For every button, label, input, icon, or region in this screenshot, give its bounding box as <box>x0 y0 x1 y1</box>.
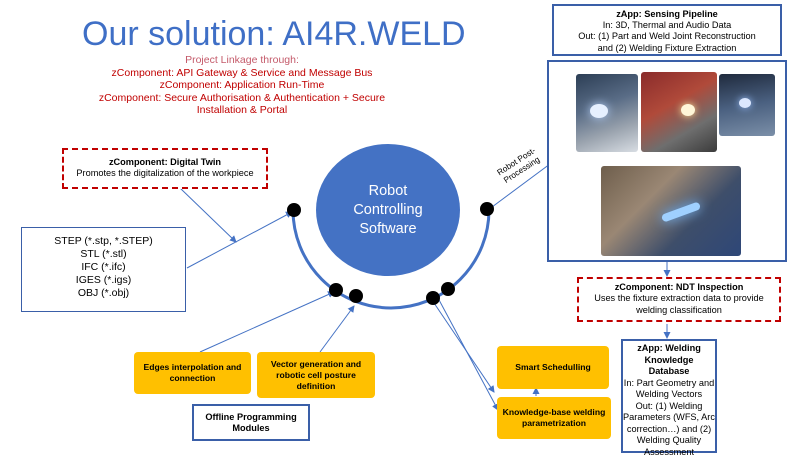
welding-photo-1 <box>576 74 638 152</box>
ndt-line-1: Uses the fixture extraction data to prov… <box>579 293 779 304</box>
linkage-line-2: zComponent: Application Run-Time <box>92 79 392 92</box>
formats-to-node <box>187 212 292 268</box>
vector-to-node <box>320 306 354 352</box>
node-bottom-4 <box>441 282 455 296</box>
vector-generation-module: Vector generation and robotic cell postu… <box>257 352 375 398</box>
digital-twin-desc: Promotes the digitalization of the workp… <box>64 168 266 179</box>
twin-arrow <box>180 188 236 242</box>
kbweld-line-2: parametrization <box>503 418 606 429</box>
node-to-smart <box>432 300 494 392</box>
robot-line-1: Robot <box>353 182 422 201</box>
welding-photo-2 <box>641 72 717 152</box>
edges-line-1: Edges interpolation and <box>144 362 242 373</box>
offline-programming-box: Offline Programming Modules <box>192 404 310 441</box>
linkage-line-1: zComponent: API Gateway & Service and Me… <box>92 67 392 80</box>
sensing-line-3: and (2) Welding Fixture Extraction <box>554 43 780 54</box>
robot-line-3: Software <box>353 220 422 239</box>
offline-line-2: Modules <box>194 423 308 434</box>
robot-controlling-software: Robot Controlling Software <box>316 144 460 276</box>
kb-line: Welding Vectors <box>623 389 715 401</box>
kb-title-1: zApp: Welding <box>623 343 715 355</box>
digital-twin-box: zComponent: Digital Twin Promotes the di… <box>62 148 268 189</box>
kbweld-line-1: Knowledge-base welding <box>503 407 606 418</box>
edges-to-node <box>200 292 334 352</box>
kb-line: Assessment <box>623 447 715 458</box>
welding-photo-3 <box>719 74 775 136</box>
kb-line: correction…) and (2) <box>623 424 715 436</box>
sensing-line-2: Out: (1) Part and Weld Joint Reconstruct… <box>554 31 780 42</box>
linkage-line-3: zComponent: Secure Authorisation & Authe… <box>92 92 392 105</box>
kb-line: Welding Quality <box>623 435 715 447</box>
edges-interpolation-module: Edges interpolation and connection <box>134 352 251 394</box>
node-bottom-3 <box>426 291 440 305</box>
vector-line-3: definition <box>271 381 361 392</box>
kb-title-2: Knowledge Database <box>623 355 715 378</box>
ndt-line-2: welding classification <box>579 305 779 316</box>
sensing-title: zApp: Sensing Pipeline <box>554 9 780 20</box>
node-right <box>480 202 494 216</box>
project-linkage: Project Linkage through: zComponent: API… <box>92 54 392 117</box>
sensing-line-1: In: 3D, Thermal and Audio Data <box>554 20 780 31</box>
linkage-line-4: Installation & Portal <box>92 104 392 117</box>
welding-photos-frame <box>547 60 787 262</box>
robot-line-2: Controlling <box>353 201 422 220</box>
node-bottom-1 <box>329 283 343 297</box>
page-title: Our solution: AI4R.WELD <box>82 14 442 54</box>
kb-line: Out: (1) Welding <box>623 401 715 413</box>
linkage-intro: Project Linkage through: <box>92 54 392 67</box>
format-item: IFC (*.ifc) <box>22 261 185 274</box>
node-to-kbweld <box>438 298 498 410</box>
edges-line-2: connection <box>144 373 242 384</box>
format-item: IGES (*.igs) <box>22 274 185 287</box>
welding-photo-4 <box>601 166 741 256</box>
digital-twin-title: zComponent: Digital Twin <box>64 157 266 168</box>
vector-line-1: Vector generation and <box>271 359 361 370</box>
format-item: STEP (*.stp, *.STEP) <box>22 235 185 248</box>
format-item: STL (*.stl) <box>22 248 185 261</box>
sensing-pipeline-box: zApp: Sensing Pipeline In: 3D, Thermal a… <box>552 4 782 56</box>
format-item: OBJ (*.obj) <box>22 287 185 300</box>
node-left <box>287 203 301 217</box>
file-formats-box: STEP (*.stp, *.STEP) STL (*.stl) IFC (*.… <box>21 227 186 312</box>
kb-line: In: Part Geometry and <box>623 378 715 390</box>
node-bottom-2 <box>349 289 363 303</box>
welding-knowledge-db-box: zApp: Welding Knowledge Database In: Par… <box>621 339 717 453</box>
offline-line-1: Offline Programming <box>194 412 308 423</box>
kb-line: Parameters (WFS, Arc <box>623 412 715 424</box>
ndt-title: zComponent: NDT Inspection <box>579 282 779 293</box>
vector-line-2: robotic cell posture <box>271 370 361 381</box>
knowledge-welding-module: Knowledge-base welding parametrization <box>497 397 611 439</box>
ndt-inspection-box: zComponent: NDT Inspection Uses the fixt… <box>577 277 781 322</box>
smart-scheduling-module: Smart Schedulling <box>497 346 609 389</box>
smart-label: Smart Schedulling <box>515 362 590 373</box>
